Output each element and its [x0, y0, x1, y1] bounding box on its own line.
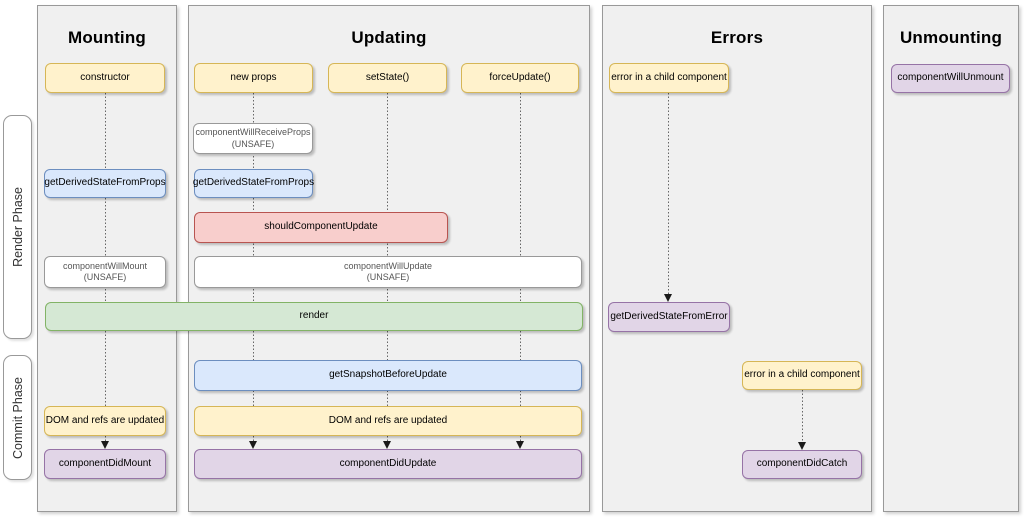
scu-label: shouldComponentUpdate [264, 221, 378, 233]
box-componentdidupdate: componentDidUpdate [194, 449, 582, 479]
render-phase-text: Render Phase [10, 187, 25, 267]
box-componentwillreceiveprops: componentWillReceiveProps (UNSAFE) [193, 123, 313, 154]
box-componentwillmount: componentWillMount (UNSAFE) [44, 256, 166, 288]
arrowhead-componentdidcatch [798, 442, 806, 450]
arrowhead-componentdidmount [101, 441, 109, 449]
box-render: render [45, 302, 583, 331]
constructor-label: constructor [80, 71, 130, 83]
cwun-label: componentWillUnmount [897, 72, 1004, 84]
box-new-props: new props [194, 63, 313, 93]
box-error-child-1: error in a child component [609, 63, 729, 93]
commit-phase-label: Commit Phase [3, 355, 32, 480]
panel-title-errors: Errors [710, 28, 764, 47]
box-error-child-2: error in a child component [742, 361, 862, 390]
box-getderivedstatefromprops-updating: getDerivedStateFromProps [192, 169, 315, 198]
box-dom-refs-mounting: DOM and refs are updated [44, 406, 166, 436]
box-constructor: constructor [45, 63, 165, 93]
cdm-label: componentDidMount [58, 457, 152, 469]
new-props-label: new props [230, 71, 277, 83]
arrowhead-componentdidupdate-2 [383, 441, 391, 449]
box-componentwillunmount: componentWillUnmount [891, 64, 1010, 93]
cdc-label: componentDidCatch [756, 458, 848, 470]
box-componentwillupdate: componentWillUpdate (UNSAFE) [194, 256, 582, 288]
arrowhead-componentdidupdate-3 [516, 441, 524, 449]
panel-title-unmounting: Unmounting [899, 28, 1003, 47]
error-child-2-label: error in a child component [744, 369, 860, 381]
box-forceupdate: forceUpdate() [461, 63, 579, 93]
cwu-label-line1: componentWillUpdate [343, 260, 433, 271]
cwu-label-line2: (UNSAFE) [366, 272, 410, 282]
dom-refs-updating-label: DOM and refs are updated [328, 414, 448, 426]
flow-line-error-1 [668, 93, 669, 295]
cwm-label-line2: (UNSAFE) [83, 272, 127, 282]
arrowhead-componentdidupdate-1 [249, 441, 257, 449]
gdsfp-updating-label: getDerivedStateFromProps [192, 177, 315, 189]
gsbu-label: getSnapshotBeforeUpdate [329, 369, 447, 381]
commit-phase-text: Commit Phase [10, 376, 25, 459]
cwm-label-line1: componentWillMount [62, 260, 148, 271]
box-componentdidmount: componentDidMount [44, 449, 166, 479]
gdsfe-label: getDerivedStateFromError [610, 310, 728, 322]
render-label: render [299, 310, 329, 322]
cdu-label: componentDidUpdate [339, 457, 437, 469]
box-componentdidcatch: componentDidCatch [742, 450, 862, 479]
box-getderivedstatefromprops-mounting: getDerivedStateFromProps [44, 169, 166, 198]
flow-line-error-2 [802, 390, 803, 443]
box-setstate: setState() [328, 63, 447, 93]
box-getsnapshotbeforeupdate: getSnapshotBeforeUpdate [194, 360, 582, 391]
arrowhead-getderivedstatefromerror [664, 294, 672, 302]
cwrp-label-line1: componentWillReceiveProps [195, 127, 311, 138]
cwrp-label-line2: (UNSAFE) [231, 138, 275, 149]
error-child-1-label: error in a child component [611, 71, 727, 83]
box-shouldcomponentupdate: shouldComponentUpdate [194, 212, 448, 243]
gdsfp-mounting-label: getDerivedStateFromProps [44, 177, 166, 189]
render-phase-label: Render Phase [3, 115, 32, 339]
box-getderivedstatefromerror: getDerivedStateFromError [608, 302, 730, 332]
box-dom-refs-updating: DOM and refs are updated [194, 406, 582, 436]
dom-refs-mounting-label: DOM and refs are updated [45, 414, 165, 426]
panel-title-mounting: Mounting [67, 28, 147, 47]
setstate-label: setState() [365, 71, 410, 83]
panel-title-updating: Updating [351, 28, 427, 47]
forceupdate-label: forceUpdate() [489, 71, 551, 83]
